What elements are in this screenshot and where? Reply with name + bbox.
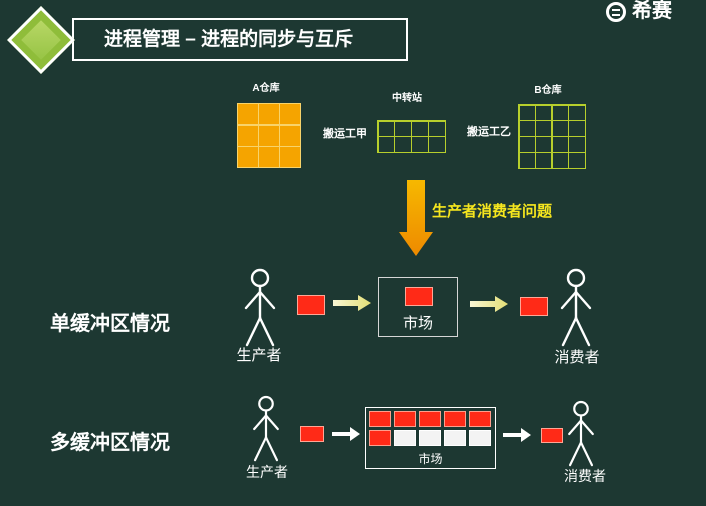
grid-cell — [378, 121, 394, 136]
market-label: 市场 — [402, 315, 433, 332]
transfer-station-grid — [377, 120, 446, 153]
grid-cell — [238, 104, 258, 124]
multi-buffer-title: 多缓冲区情况 — [50, 432, 170, 454]
porter-a-label: 搬运工甲 — [323, 128, 367, 140]
market-item — [405, 287, 433, 306]
producer-label: 生产者 — [246, 464, 288, 480]
grid-cell — [569, 105, 585, 120]
grid-cell — [569, 137, 585, 152]
grid-cell — [519, 137, 535, 152]
grid-cell — [429, 137, 445, 152]
grid-cell — [412, 137, 428, 152]
grid-cell — [429, 121, 445, 136]
grid-cell — [536, 121, 552, 136]
grid-cell — [552, 121, 568, 136]
multi-buffer-market: 市场 — [365, 407, 496, 469]
buffer-slot — [443, 411, 467, 427]
grid-cell — [259, 125, 279, 146]
arrow-right-icon — [333, 295, 371, 311]
grid-cell — [552, 137, 568, 152]
arrow-right-icon — [332, 427, 360, 441]
buffer-slot — [418, 411, 442, 427]
grid-cell — [552, 105, 568, 120]
grid-cell — [412, 121, 428, 136]
stick-figure-icon — [244, 268, 276, 347]
arrow-down-icon — [399, 180, 433, 256]
grid-cell — [519, 153, 535, 168]
grid-cell — [569, 121, 585, 136]
grid-cell — [519, 105, 535, 120]
producer-label: 生产者 — [236, 347, 282, 364]
grid-cell — [280, 125, 300, 146]
grid-cell — [536, 137, 552, 152]
grid-cell — [238, 147, 258, 167]
arrow-right-icon — [503, 428, 531, 442]
buffer-slot — [393, 411, 417, 427]
consumer-label: 消费者 — [554, 349, 600, 366]
grid-cell — [259, 104, 279, 124]
single-buffer-market: 市场 — [378, 277, 458, 337]
grid-cell — [280, 104, 300, 124]
buffer-slot — [393, 430, 417, 446]
diamond-icon — [7, 6, 75, 74]
consumer-item — [520, 297, 548, 316]
grid-cell — [519, 121, 535, 136]
consumer-item — [541, 428, 563, 443]
warehouse-b-grid — [518, 104, 586, 169]
buffer-slots — [369, 411, 491, 446]
grid-cell — [569, 153, 585, 168]
consumer-label: 消费者 — [564, 468, 606, 484]
warehouse-a-grid — [237, 103, 301, 168]
warehouse-a-label: A仓库 — [252, 83, 280, 94]
grid-cell — [378, 137, 394, 152]
arrow-right-icon — [470, 296, 508, 312]
logo-icon — [606, 2, 626, 22]
grid-cell — [259, 147, 279, 167]
porter-b-label: 搬运工乙 — [467, 126, 511, 138]
producer-item — [300, 426, 324, 442]
grid-cell — [552, 153, 568, 168]
buffer-slot — [369, 430, 392, 446]
buffer-slot — [468, 430, 491, 446]
buffer-slot — [443, 430, 467, 446]
grid-cell — [536, 153, 552, 168]
grid-cell — [536, 105, 552, 120]
warehouse-b-label: B仓库 — [534, 85, 562, 96]
buffer-slot — [369, 411, 392, 427]
single-buffer-title: 单缓冲区情况 — [50, 313, 170, 335]
grid-cell — [395, 121, 411, 136]
stick-figure-icon — [253, 395, 279, 462]
page-title: 进程管理 – 进程的同步与互斥 — [104, 29, 354, 50]
buffer-slot — [418, 430, 442, 446]
market-label: 市场 — [418, 452, 443, 466]
stick-figure-icon — [560, 268, 592, 347]
stick-figure-icon — [568, 400, 594, 467]
grid-cell — [280, 147, 300, 167]
title-bar: 进程管理 – 进程的同步与互斥 — [72, 18, 408, 61]
grid-cell — [238, 125, 258, 146]
buffer-slot — [468, 411, 491, 427]
brand-logo-text: 希赛 — [632, 0, 672, 22]
grid-cell — [395, 137, 411, 152]
problem-label: 生产者消费者问题 — [432, 203, 553, 220]
transfer-station-label: 中转站 — [392, 93, 422, 104]
producer-item — [297, 295, 325, 315]
